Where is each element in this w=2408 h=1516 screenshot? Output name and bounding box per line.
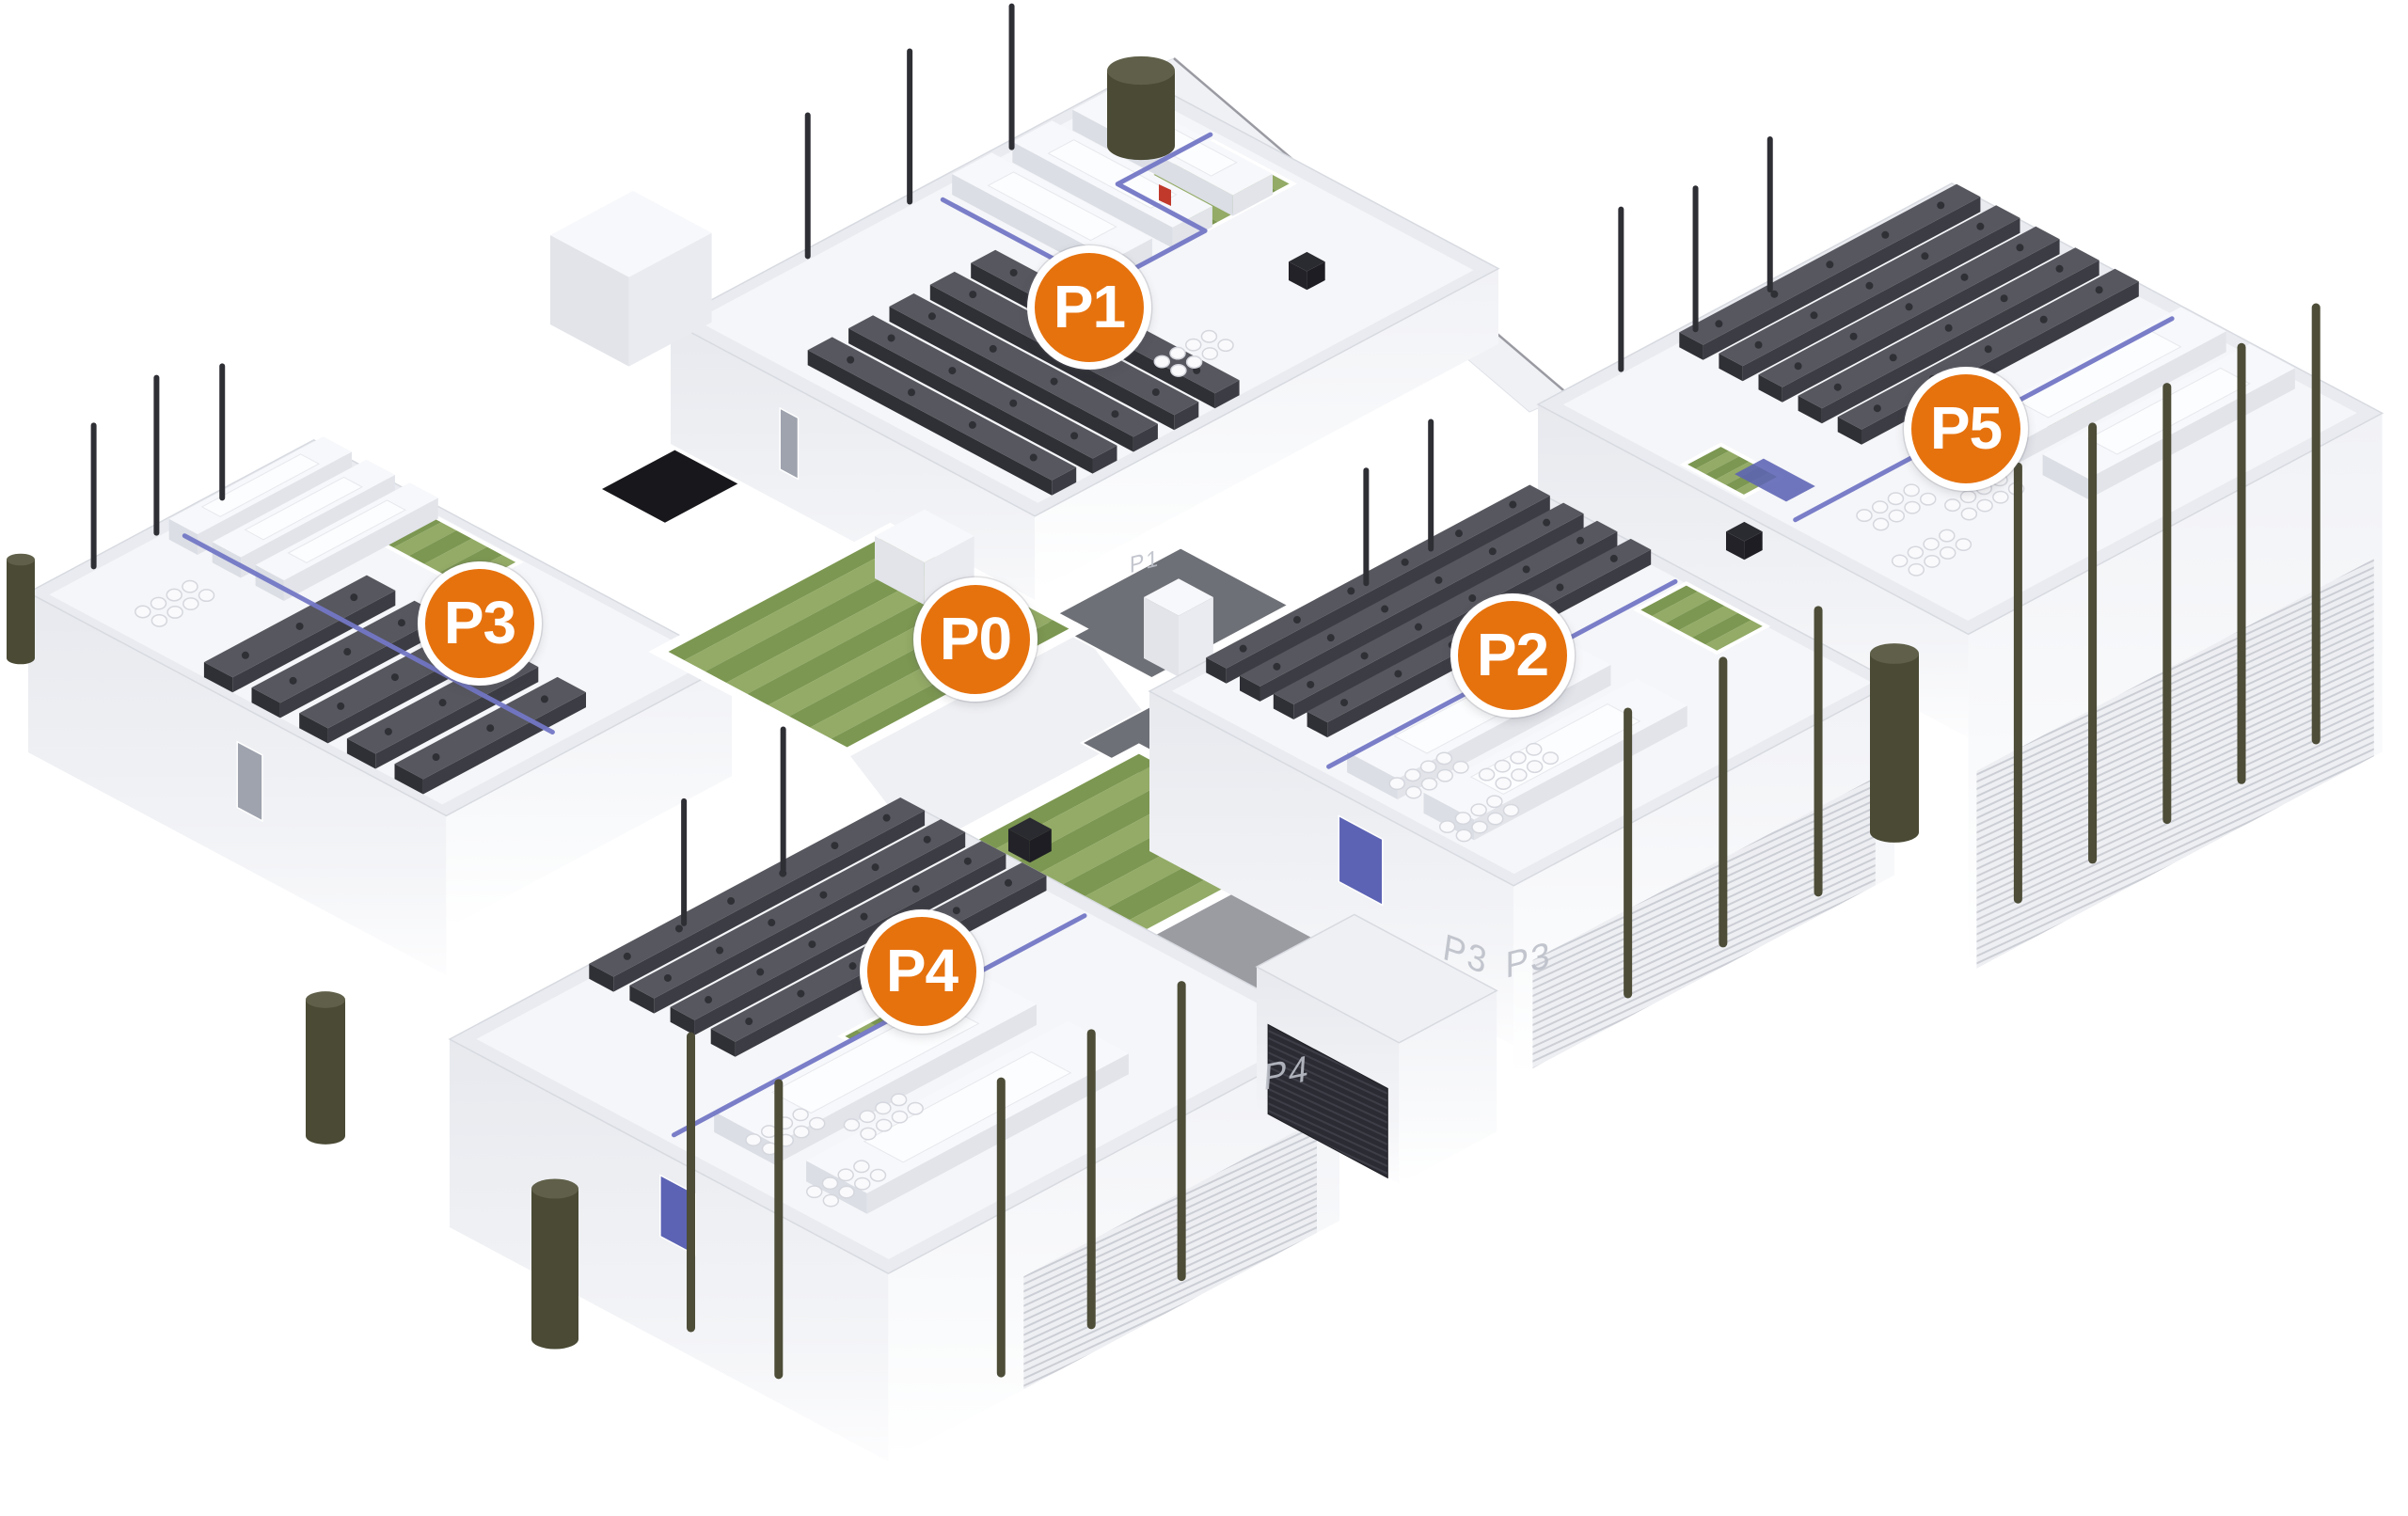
badge-p4[interactable]: P4 [860,909,984,1034]
badge-p2[interactable]: P2 [1450,593,1575,718]
building-p4 [306,726,1341,1462]
badge-p4-label: P4 [885,937,958,1004]
badge-p3-label: P3 [443,589,516,656]
badge-p5[interactable]: P5 [1904,367,2028,491]
badge-p2-label: P2 [1476,621,1549,688]
badge-p1[interactable]: P1 [1027,245,1151,370]
badge-p0[interactable]: P0 [913,577,1038,702]
building-p3 [7,363,734,976]
badge-p1-label: P1 [1053,273,1126,340]
bridge [1255,913,1498,1184]
courtyard-path [848,628,1153,849]
badge-p0-label: P0 [939,605,1012,672]
badge-p3[interactable]: P3 [418,561,542,686]
utility-cubes [1008,251,1763,863]
badge-p5-label: P5 [1929,394,2003,462]
